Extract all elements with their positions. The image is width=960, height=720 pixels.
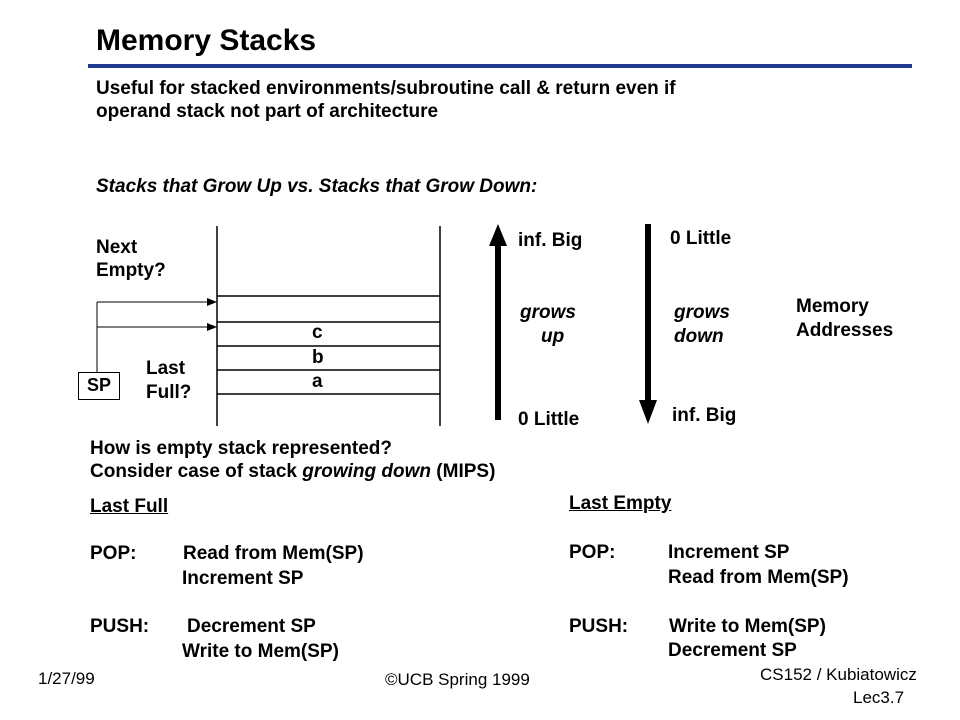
- last-full-push-step-1: Decrement SP: [187, 616, 316, 637]
- subtitle: Stacks that Grow Up vs. Stacks that Grow…: [96, 176, 538, 197]
- question-line-2-post: (MIPS): [431, 461, 496, 482]
- grows-up-bottom-label: 0 Little: [518, 409, 580, 430]
- grows-up-label-2: up: [541, 326, 565, 347]
- last-empty-pop-step-1: Increment SP: [668, 542, 790, 563]
- title-rule: [88, 64, 912, 68]
- grows-down-arrow-head: [639, 400, 657, 424]
- footer-date: 1/27/99: [38, 669, 95, 688]
- sp-register-box: SP: [78, 372, 120, 400]
- last-full-push-step-2: Write to Mem(SP): [182, 641, 339, 662]
- question-line-1: How is empty stack represented?: [90, 438, 392, 459]
- next-empty-label-1: Next: [96, 237, 138, 258]
- stack-cell-a: a: [312, 371, 323, 392]
- next-empty-label-2: Empty?: [96, 260, 166, 281]
- last-full-push-label: PUSH:: [90, 616, 150, 637]
- last-full-pop-step-1: Read from Mem(SP): [183, 543, 364, 564]
- grows-down-bottom-label: inf. Big: [672, 405, 737, 426]
- last-empty-push-step-2: Decrement SP: [668, 640, 797, 661]
- slide-title: Memory Stacks: [96, 24, 317, 57]
- stack-cell-c: c: [312, 322, 323, 343]
- last-empty-pop-label: POP:: [569, 542, 616, 563]
- grows-down-top-label: 0 Little: [670, 228, 732, 249]
- question-line-2-italic: growing down: [302, 461, 432, 482]
- grows-up-top-label: inf. Big: [518, 230, 583, 251]
- intro-line-2: operand stack not part of architecture: [96, 101, 439, 122]
- memory-addresses-label-2: Addresses: [796, 320, 894, 341]
- question-line-2: Consider case of stack growing down (MIP…: [90, 461, 495, 483]
- footer-copyright: ©UCB Spring 1999: [385, 670, 530, 689]
- grows-down-label-2: down: [674, 326, 724, 347]
- last-empty-pop-step-2: Read from Mem(SP): [668, 567, 849, 588]
- last-empty-heading: Last Empty: [569, 493, 672, 514]
- last-full-label-1: Last: [146, 358, 186, 379]
- last-full-pop-step-2: Increment SP: [182, 568, 304, 589]
- footer-course: CS152 / Kubiatowicz: [760, 665, 917, 684]
- grows-up-arrow-head: [489, 224, 507, 246]
- question-line-2-pre: Consider case of stack: [90, 461, 303, 482]
- last-empty-push-step-1: Write to Mem(SP): [669, 616, 826, 637]
- intro-line-1: Useful for stacked environments/subrouti…: [96, 78, 676, 99]
- grows-down-label-1: grows: [674, 302, 730, 323]
- memory-addresses-label-1: Memory: [796, 296, 869, 317]
- last-full-heading: Last Full: [90, 496, 169, 517]
- footer-lecture: Lec3.7: [853, 688, 905, 707]
- stack-cell-b: b: [312, 347, 324, 368]
- last-full-label-2: Full?: [146, 382, 192, 403]
- grows-up-label-1: grows: [520, 302, 576, 323]
- last-empty-push-label: PUSH:: [569, 616, 629, 637]
- last-full-pop-label: POP:: [90, 543, 137, 564]
